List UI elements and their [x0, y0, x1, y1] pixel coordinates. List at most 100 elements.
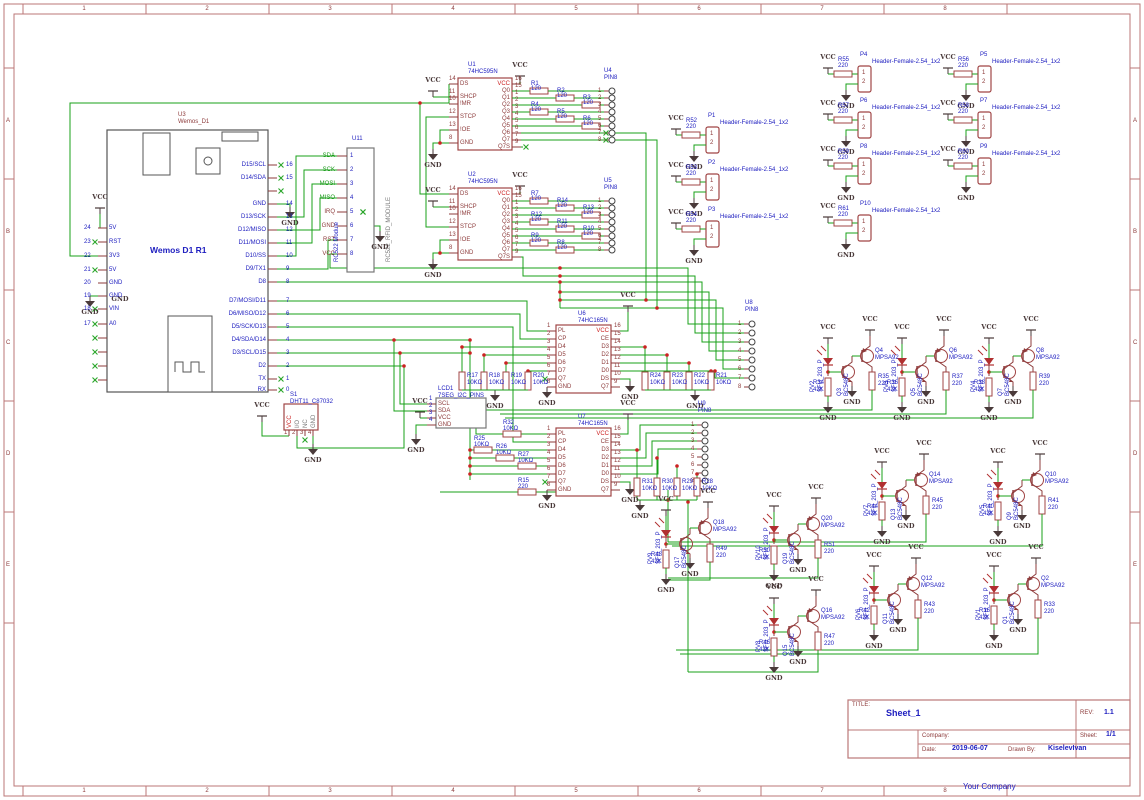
ref-U6[interactable]: U6 — [578, 311, 586, 317]
res-value-R22[interactable]: 10KΩ — [694, 380, 710, 386]
gnd-flag[interactable] — [625, 386, 635, 392]
res-name-R20[interactable]: R20 — [533, 373, 545, 379]
res-value-R54[interactable]: 220 — [686, 218, 697, 224]
res-value-R32[interactable]: 10KΩ — [503, 426, 519, 432]
photodiode-PV6[interactable] — [869, 586, 879, 593]
connector-pin-U9[interactable] — [701, 461, 709, 469]
part-U2[interactable]: 74HC595N — [468, 179, 498, 185]
res-name-R24[interactable]: R24 — [650, 373, 662, 379]
transistor-Q9[interactable] — [1012, 480, 1023, 494]
gnd-flag-label[interactable]: GND — [837, 194, 855, 202]
wire[interactable] — [296, 366, 405, 449]
part-U8[interactable]: PIN8 — [745, 307, 759, 313]
gnd-flag-label[interactable]: GND — [538, 399, 556, 407]
ref-Q6[interactable]: Q6 — [949, 348, 958, 354]
ref-Q19[interactable]: Q19 — [783, 552, 789, 564]
res-value-R8[interactable]: 120 — [557, 245, 568, 251]
wire[interactable] — [329, 253, 560, 269]
vcc-flag-label[interactable]: VCC — [894, 323, 910, 331]
wire[interactable] — [560, 291, 744, 352]
vcc-flag-label[interactable]: VCC — [700, 487, 716, 495]
ref-Q17[interactable]: Q17 — [675, 556, 681, 568]
res-name-R55[interactable]: R55 — [838, 57, 850, 63]
ref-P5[interactable]: P5 — [980, 52, 988, 58]
connector-pin-U4[interactable] — [608, 108, 616, 116]
transistor-Q4[interactable] — [860, 349, 874, 363]
gnd-flag[interactable] — [897, 407, 907, 413]
photodiode-PV5[interactable] — [993, 482, 1003, 489]
gnd-flag-label[interactable]: GND — [957, 194, 975, 202]
gnd-flag-label[interactable]: GND — [980, 414, 998, 422]
res-name-R19[interactable]: R19 — [511, 373, 523, 379]
part-Q1[interactable]: BC548C — [1010, 601, 1016, 624]
gnd-flag-label[interactable]: GND — [765, 582, 783, 590]
connector-pin-U5[interactable] — [608, 211, 616, 219]
ref-U11[interactable]: U11 — [352, 136, 363, 142]
vcc-flag-label[interactable]: VCC — [766, 491, 782, 499]
ref-Q15[interactable]: Q15 — [783, 644, 789, 656]
gnd-flag-label[interactable]: GND — [819, 414, 837, 422]
part-S1[interactable]: DHT11_C87032 — [290, 399, 333, 405]
res-name-R32[interactable]: R32 — [503, 420, 515, 426]
res-value-R55[interactable]: 220 — [838, 63, 849, 69]
ref-P2[interactable]: P2 — [708, 160, 716, 166]
gnd-flag-label[interactable]: GND — [1009, 626, 1027, 634]
res-name-R29[interactable]: R29 — [682, 479, 694, 485]
res-value-R40[interactable]: 43K — [983, 511, 994, 517]
wire[interactable] — [268, 197, 340, 231]
wire[interactable] — [560, 275, 744, 334]
vcc-flag-label[interactable]: VCC — [668, 208, 684, 216]
part-LCD1[interactable]: 7SEG_I2C_PINS — [438, 393, 485, 399]
part-Q14[interactable]: MPSA92 — [929, 479, 953, 485]
vcc-flag-label[interactable]: VCC — [658, 495, 674, 503]
res-name-R11[interactable]: R11 — [557, 219, 568, 225]
gnd-flag[interactable] — [793, 559, 803, 565]
res-value-R34[interactable]: 43K — [813, 387, 824, 393]
res-value-R60[interactable]: 220 — [958, 155, 969, 161]
connector-pin-U8[interactable] — [748, 338, 756, 346]
wire[interactable] — [476, 404, 873, 411]
res-name-R27[interactable]: R27 — [518, 452, 530, 458]
vcc-flag-label[interactable]: VCC — [916, 439, 932, 447]
part-U5[interactable]: PIN8 — [604, 185, 618, 191]
res-value-R47[interactable]: 220 — [824, 641, 835, 647]
part-Q20[interactable]: MPSA92 — [821, 523, 845, 529]
gnd-flag[interactable] — [490, 395, 500, 401]
res-name-R18[interactable]: R18 — [489, 373, 501, 379]
wire[interactable] — [393, 340, 427, 412]
vcc-flag-label[interactable]: VCC — [668, 161, 684, 169]
resistor-R34[interactable] — [824, 377, 832, 397]
gnd-flag[interactable] — [661, 579, 671, 585]
wire[interactable] — [680, 632, 1039, 655]
vcc-flag-label[interactable]: VCC — [990, 447, 1006, 455]
gnd-flag[interactable] — [793, 651, 803, 657]
res-value-R25[interactable]: 10KΩ — [474, 442, 490, 448]
res-value-R12[interactable]: 120 — [531, 217, 542, 223]
wire[interactable] — [611, 424, 698, 451]
res-value-R16[interactable]: 43K — [979, 615, 990, 621]
resistor-R60[interactable] — [953, 162, 973, 170]
res-value-R33[interactable]: 220 — [1044, 609, 1055, 615]
gnd-flag-label[interactable]: GND — [681, 570, 699, 578]
gnd-flag-label[interactable]: GND — [989, 538, 1007, 546]
vcc-flag-label[interactable]: VCC — [512, 171, 528, 179]
res-name-R13[interactable]: R13 — [583, 205, 595, 211]
res-name-R21[interactable]: R21 — [716, 373, 728, 379]
part-Q15[interactable]: BC548C — [790, 633, 796, 656]
gnd-flag[interactable] — [635, 505, 645, 511]
res-name-R54[interactable]: R54 — [686, 212, 698, 218]
resistor-R44[interactable] — [878, 501, 886, 521]
res-name-R25[interactable]: R25 — [474, 436, 486, 442]
part-Q5[interactable]: BC548C — [918, 373, 924, 396]
res-value-R20[interactable]: 10KΩ — [533, 380, 549, 386]
wire[interactable] — [693, 238, 706, 245]
gnd-flag-label[interactable]: GND — [865, 642, 883, 650]
res-name-R33[interactable]: R33 — [1044, 602, 1056, 608]
gnd-flag[interactable] — [841, 141, 851, 147]
ref-Q1[interactable]: Q1 — [1003, 615, 1009, 624]
res-name-R36[interactable]: R36 — [887, 380, 899, 386]
res-name-R50[interactable]: R50 — [759, 548, 771, 554]
vcc-flag-label[interactable]: VCC — [820, 323, 836, 331]
res-value-R45[interactable]: 220 — [932, 505, 943, 511]
resistor-R43[interactable] — [914, 599, 922, 619]
